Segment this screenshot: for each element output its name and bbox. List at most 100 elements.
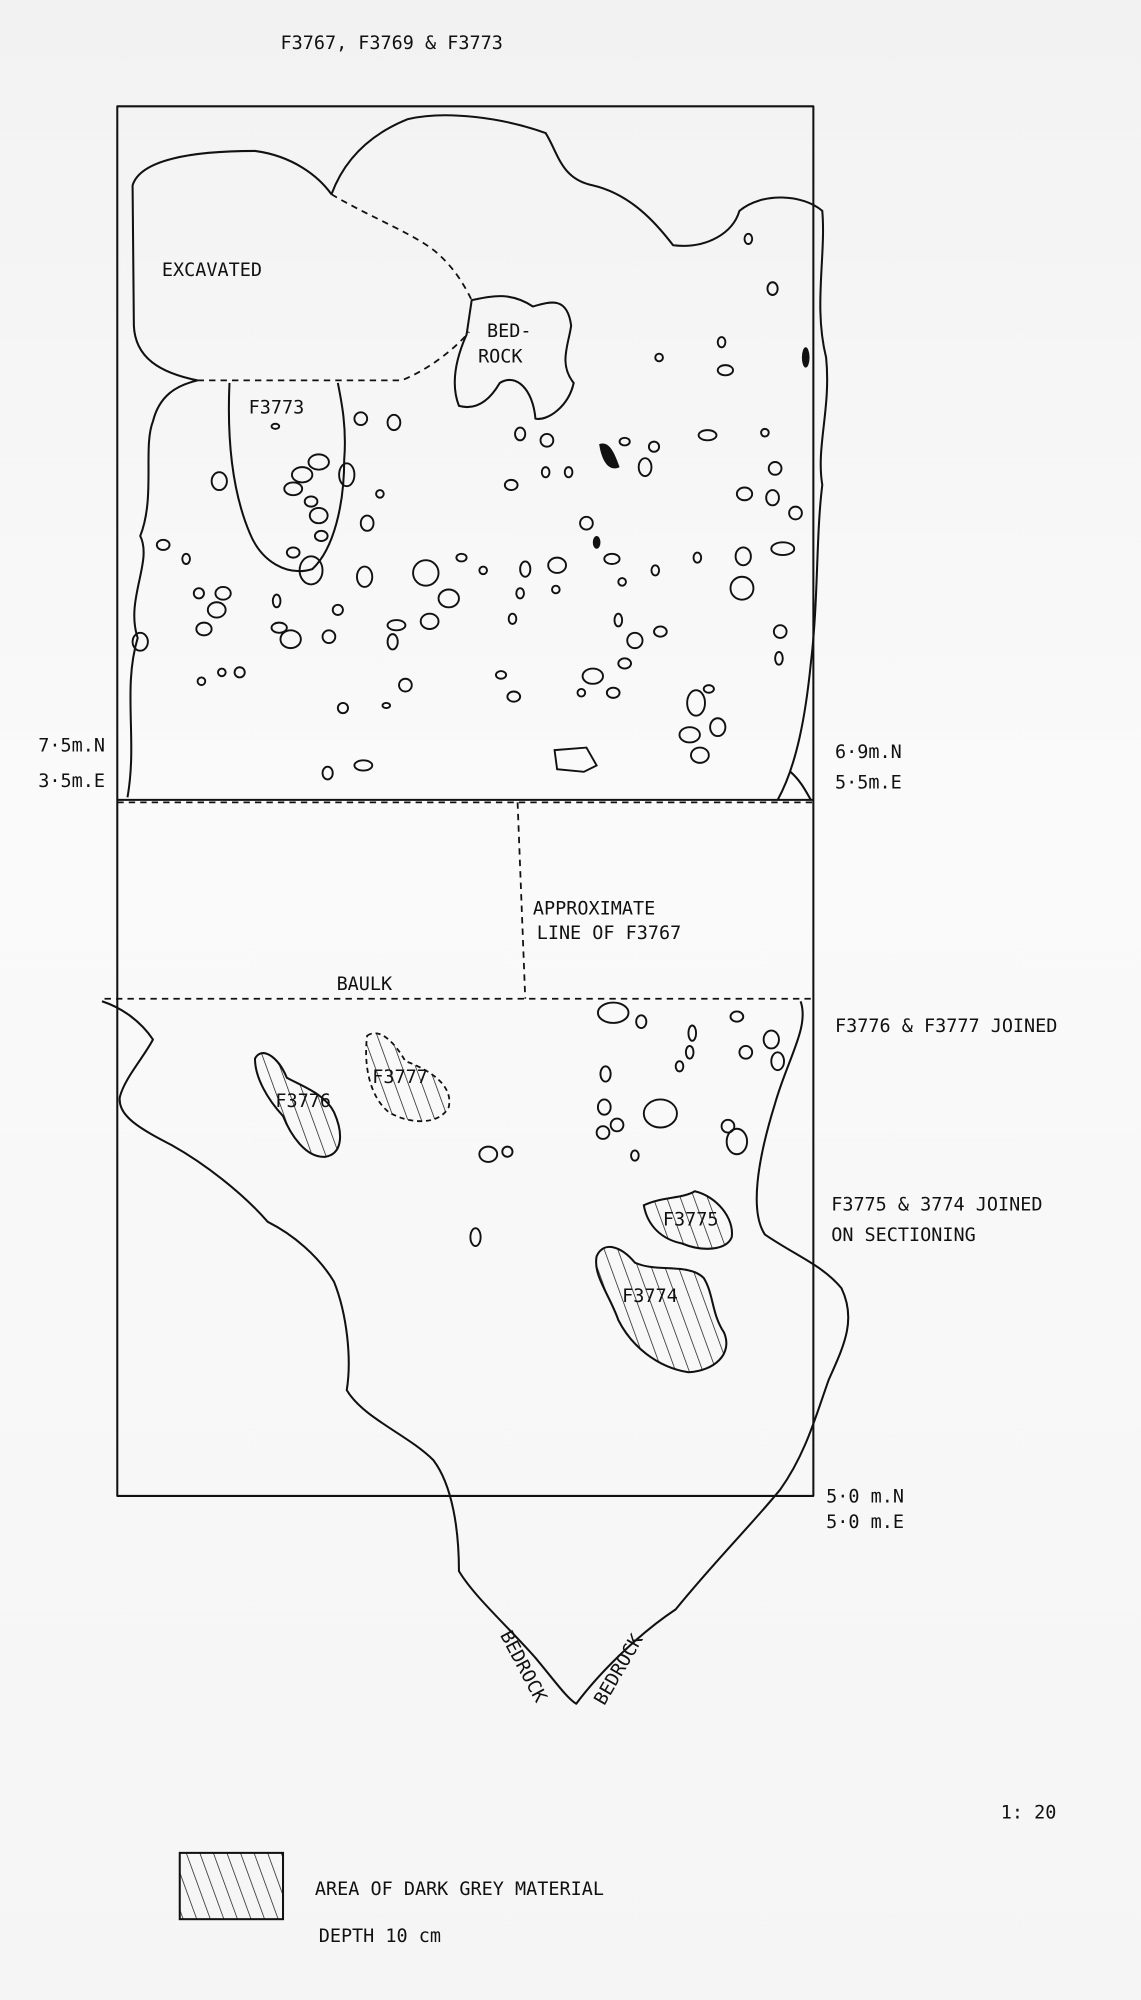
stone [654,352,664,363]
stone [206,601,227,619]
stone [515,587,525,600]
coord-right-east: 5·5m.E [835,772,902,793]
stone [192,587,205,600]
stone [551,584,561,595]
label-bedrock-2: ROCK [478,347,523,368]
stone [765,489,780,507]
stone [734,546,752,567]
stone [770,1051,785,1072]
label-f3774: F3774 [622,1286,678,1307]
stone [375,489,385,499]
dark-stone [592,535,601,549]
stone [155,538,171,551]
stone [514,426,527,442]
stone [674,1060,685,1073]
stones-group [131,232,803,1248]
stone [519,560,532,578]
stone [595,1125,611,1140]
stone [772,624,788,639]
large-stone [553,746,598,773]
coord-left-north: 7·5m.N [38,735,105,756]
label-excavated: EXCAVATED [162,260,262,281]
dark-stone [599,443,620,469]
stone [729,1010,745,1023]
stone [760,427,770,438]
label-line-of-f3767: LINE OF F3767 [537,923,682,944]
legend-hatch-swatch [178,1851,285,1921]
upper-cut-outline [126,114,829,801]
stone [767,461,783,476]
stone [630,1149,640,1162]
stone [774,651,784,666]
legend-label-material: AREA OF DARK GREY MATERIAL [315,1879,604,1900]
stone [720,1118,736,1134]
stone [596,1098,612,1116]
stone [307,453,330,471]
coord-right-north: 6·9m.N [835,742,902,763]
stone [386,619,407,632]
stone [181,552,191,565]
grid-frame [116,105,815,1497]
label-f3777: F3777 [372,1067,428,1088]
stone [690,746,710,764]
stone [338,462,356,488]
stone [647,440,661,453]
stone [653,625,668,638]
feature-f3775 [642,1190,733,1250]
stone [386,413,402,432]
stone [762,1029,780,1050]
stone [196,676,207,687]
stone [398,677,413,693]
stone [725,1127,749,1156]
stone [336,702,349,715]
stone [283,481,304,497]
excavated-area-outline [131,149,333,382]
stone [709,717,727,738]
stone [353,759,374,772]
stone [298,555,324,586]
label-f3773: F3773 [249,398,305,419]
stone [581,667,604,685]
lower-cut-outline [101,1000,850,1705]
stone [702,684,715,694]
coord-bottom-north: 5·0 m.N [826,1486,904,1507]
coord-left-east: 3·5m.E [38,771,105,792]
stone [626,631,644,650]
stone [605,686,621,699]
stone [576,687,587,698]
label-approximate: APPROXIMATE [533,899,655,920]
stone [539,433,555,448]
stone [650,564,661,577]
stone [692,551,703,564]
stone [356,565,374,588]
stone [217,667,227,678]
stone [684,1044,695,1060]
stone [563,466,574,479]
stone [331,603,344,616]
stone [412,559,440,587]
stone [270,621,288,634]
stone [686,689,706,717]
stone [308,506,329,525]
stone [270,422,281,430]
stone [321,629,337,644]
stone [214,585,232,601]
stone [635,1014,648,1030]
stone [547,556,567,574]
stone [743,232,754,245]
stone [271,593,282,609]
stone [290,466,314,484]
stone [210,471,228,492]
stone [195,621,213,637]
stone [478,1145,499,1163]
label-bedrock-1: BED- [487,321,531,342]
stone [788,505,803,521]
stone [716,364,735,377]
label-bedrock-right: BEDROCK [590,1630,648,1709]
stone [603,552,621,565]
stone [697,429,718,442]
label-f3775: F3775 [663,1210,719,1231]
stone [579,515,594,531]
